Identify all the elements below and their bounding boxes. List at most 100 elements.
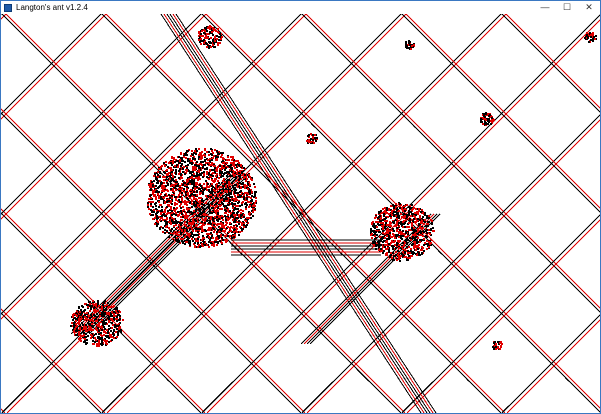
ant-cell [593,36,595,38]
ant-cell [241,172,243,174]
ant-cell [233,187,235,189]
ant-cell [393,207,395,209]
ant-cell [178,170,180,172]
ant-cell [160,212,162,214]
ant-cell [204,30,206,32]
ant-cell [180,203,182,205]
ant-cell [416,220,418,222]
ant-cell [384,226,386,228]
ant-cell [378,242,380,244]
simulation-canvas[interactable] [1,14,600,413]
ant-cell [101,339,103,341]
ant-cell [231,202,233,204]
ant-cell [170,223,172,225]
ant-cell [191,238,193,240]
ant-cell [167,174,169,176]
ant-cell [174,236,176,238]
ant-cell [199,200,201,202]
ant-cell [497,341,499,343]
ant-cell [400,235,402,237]
ant-cell [370,230,372,232]
ant-cell [411,213,413,215]
ant-cell [206,220,208,222]
ant-cell [186,167,188,169]
ant-cell [408,255,410,257]
ant-cell [175,208,177,210]
ant-cell [241,202,243,204]
ant-cell [100,332,102,334]
ant-cell [229,235,231,237]
ant-cell [237,202,239,204]
ant-cell [208,241,210,243]
ant-cell [179,160,181,162]
ant-cell [91,305,93,307]
ant-cell [382,222,384,224]
ant-cell [221,202,223,204]
ant-cell [98,343,100,345]
ant-cell [202,235,204,237]
ant-cell [109,309,111,311]
ant-cell [101,315,103,317]
ant-cell [242,210,244,212]
ant-cell [384,220,386,222]
ant-cell [428,246,430,248]
ant-cell [96,329,98,331]
ant-cell [167,166,169,168]
minimize-button[interactable]: — [534,1,556,14]
ant-cell [373,231,375,233]
ant-cell [159,204,161,206]
ant-cell [118,319,120,321]
ant-cell [380,238,382,240]
ant-cell [163,179,165,181]
ant-cell [404,205,406,207]
ant-cell [103,315,105,317]
ant-cell [239,182,241,184]
ant-cell [106,304,108,306]
ant-cell [83,334,85,336]
ant-cell [87,335,89,337]
ant-cell [227,200,229,202]
close-button[interactable]: ✕ [578,1,600,14]
ant-cell [423,250,425,252]
ant-cell [181,163,183,165]
ant-cell [112,324,114,326]
ant-cell [170,180,172,182]
ant-cell [390,252,392,254]
ant-cell [190,222,192,224]
ant-cell [209,31,211,33]
ant-cell [226,175,228,177]
ant-cell [200,38,202,40]
ant-cell [224,215,226,217]
ant-cell [374,242,376,244]
ant-cell [220,229,222,231]
ant-cell [196,182,198,184]
title-bar[interactable]: Langton's ant v1.2.4 — ☐ ✕ [1,1,600,14]
ant-cell [236,225,238,227]
ant-cell [166,180,168,182]
ant-cell [96,345,98,347]
ant-cell [84,319,86,321]
ant-cell [179,212,181,214]
ant-cell [225,219,227,221]
ant-cell [395,247,397,249]
ant-cell [382,246,384,248]
ant-cell [241,183,243,185]
ant-cell [74,328,76,330]
ant-cell [370,228,372,230]
ant-cell [228,159,230,161]
ant-cell [395,254,397,256]
ant-cell [180,238,182,240]
ant-cell [395,203,397,205]
ant-cell [225,196,227,198]
maximize-button[interactable]: ☐ [556,1,578,14]
ant-cell [154,194,156,196]
ant-cell [490,123,492,125]
ant-cell [160,198,162,200]
ant-cell [187,227,189,229]
ant-cell [412,232,414,234]
ant-cell [168,227,170,229]
ant-cell [219,33,221,35]
ant-cell [428,217,430,219]
ant-cell [209,239,211,241]
ant-cell [169,178,171,180]
